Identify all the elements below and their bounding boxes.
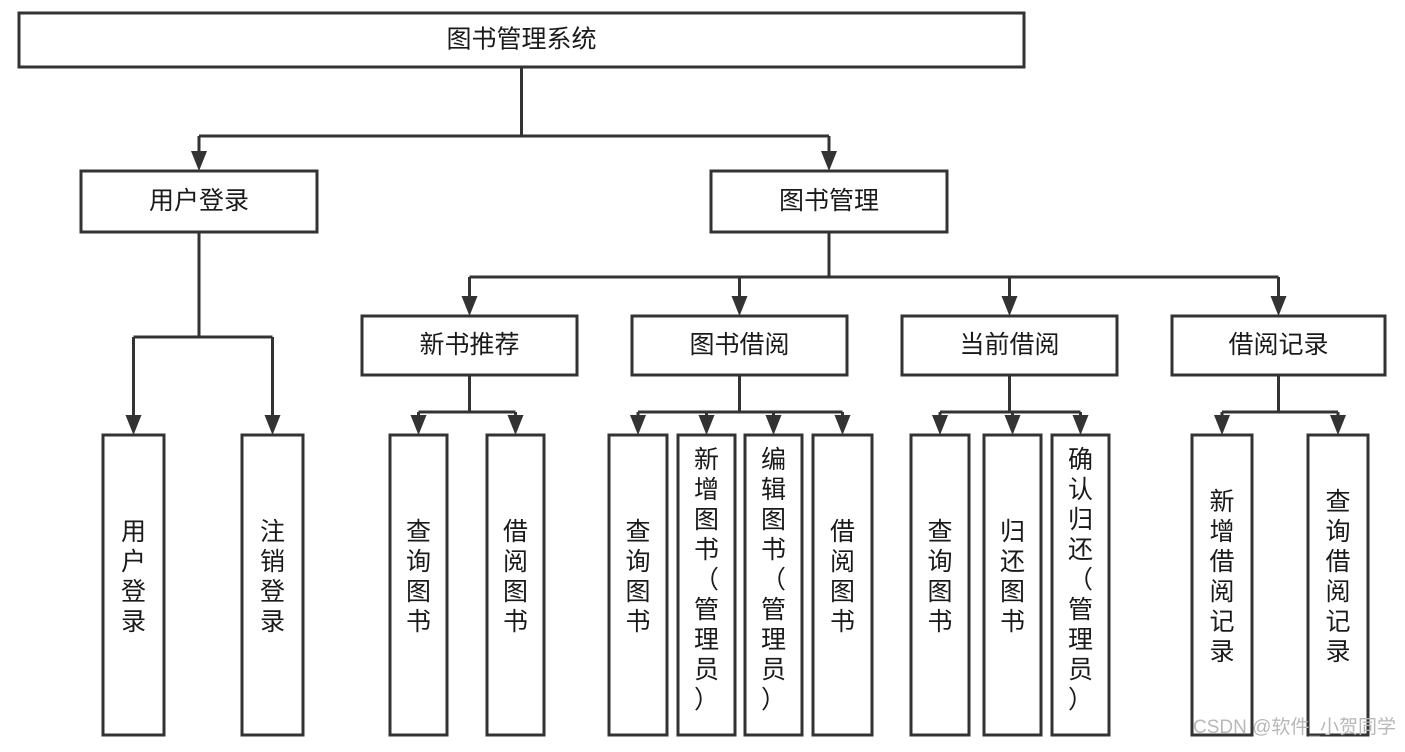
node-root[interactable]: 图书管理系统: [17, 11, 1026, 69]
node-label: 借阅图书: [503, 518, 528, 636]
node-book-management[interactable]: 图书管理: [709, 169, 949, 234]
node-box: [909, 433, 971, 737]
node-label: 查询图书: [625, 518, 650, 636]
node-label: 新增图书（管理员）: [694, 446, 719, 714]
node-leaf-add-book-admin[interactable]: 新增图书（管理员）: [676, 433, 737, 737]
node-current-borrow[interactable]: 当前借阅: [900, 314, 1119, 377]
node-label: 注销登录: [260, 518, 285, 636]
node-box: [1190, 433, 1254, 737]
arrow-head: [630, 415, 646, 435]
node-user-login[interactable]: 用户登录: [79, 169, 319, 234]
arrow-head: [1270, 296, 1287, 316]
arrow-head: [834, 415, 851, 435]
connector-book-borrow: [630, 375, 851, 435]
node-box: [17, 11, 1026, 69]
node-leaf-user-logout[interactable]: 注销登录: [240, 433, 305, 737]
node-leaf-query-book-cur[interactable]: 查询图书: [909, 433, 971, 737]
arrow-head: [821, 151, 837, 171]
node-box: [607, 433, 669, 737]
node-box: [79, 169, 319, 234]
arrow-head: [932, 415, 948, 435]
node-box: [485, 433, 546, 737]
arrow-head: [125, 415, 142, 435]
node-leaf-add-borrow-record[interactable]: 新增借阅记录: [1190, 433, 1254, 737]
node-label: 用户登录: [149, 187, 249, 215]
node-leaf-query-borrow-record[interactable]: 查询借阅记录: [1306, 433, 1370, 737]
node-label: 查询图书: [406, 518, 431, 636]
node-new-book-recommend[interactable]: 新书推荐: [360, 314, 579, 377]
node-label: 查询借阅记录: [1325, 488, 1350, 666]
connector-user-login: [125, 232, 281, 435]
node-label: 图书管理: [779, 187, 879, 215]
arrow-head: [507, 415, 524, 435]
node-label: 用户登录: [121, 518, 146, 636]
node-label: 借阅记录: [1228, 331, 1328, 359]
node-box: [240, 433, 305, 737]
node-book-borrow[interactable]: 图书借阅: [630, 314, 849, 377]
node-label: 新书推荐: [419, 331, 519, 359]
nodes-layer: 图书管理系统用户登录图书管理新书推荐图书借阅当前借阅借阅记录用户登录注销登录查询…: [17, 11, 1387, 737]
connector-new-book-recommend: [410, 375, 524, 435]
node-label: 图书借阅: [689, 331, 789, 359]
arrow-head: [1072, 415, 1089, 435]
arrow-head: [191, 151, 207, 171]
arrow-head: [1004, 415, 1021, 435]
node-leaf-edit-book-admin[interactable]: 编辑图书（管理员）: [743, 433, 804, 737]
connector-book-management: [461, 232, 1287, 316]
arrow-head: [731, 296, 748, 316]
arrow-head: [765, 415, 782, 435]
node-label: 确认归还（管理员）: [1068, 446, 1093, 714]
node-label: 归还图书: [1000, 518, 1025, 636]
node-label: 新增借阅记录: [1209, 488, 1234, 666]
node-label: 图书管理系统: [446, 26, 596, 54]
arrow-head: [1001, 296, 1018, 316]
node-leaf-user-login[interactable]: 用户登录: [101, 433, 166, 737]
node-box: [1050, 433, 1111, 737]
node-leaf-query-book-rec[interactable]: 查询图书: [388, 433, 449, 737]
node-label: 借阅图书: [830, 518, 855, 636]
node-box: [1170, 314, 1387, 377]
node-box: [982, 433, 1043, 737]
arrow-head: [461, 296, 478, 316]
node-box: [101, 433, 166, 737]
arrow-head: [698, 415, 715, 435]
connector-current-borrow: [932, 375, 1089, 435]
arrow-head: [264, 415, 281, 435]
node-leaf-borrow-book-rec[interactable]: 借阅图书: [485, 433, 546, 737]
node-box: [360, 314, 579, 377]
node-label: 编辑图书（管理员）: [761, 446, 786, 714]
node-box: [388, 433, 449, 737]
node-box: [900, 314, 1119, 377]
node-box: [811, 433, 874, 737]
edges-layer: [125, 67, 1346, 435]
arrow-head: [410, 415, 427, 435]
node-label: 查询图书: [927, 518, 952, 636]
csdn-watermark: CSDN @软件_小贺同学: [1193, 716, 1396, 738]
node-box: [630, 314, 849, 377]
connector-root: [191, 67, 837, 171]
node-borrow-record[interactable]: 借阅记录: [1170, 314, 1387, 377]
node-leaf-borrow-book[interactable]: 借阅图书: [811, 433, 874, 737]
arrow-head: [1214, 415, 1230, 435]
node-box: [1306, 433, 1370, 737]
node-label: 当前借阅: [959, 331, 1059, 359]
arrow-head: [1330, 415, 1346, 435]
node-leaf-return-book[interactable]: 归还图书: [982, 433, 1043, 737]
node-box: [743, 433, 804, 737]
connector-borrow-record: [1214, 375, 1346, 435]
node-box: [709, 169, 949, 234]
node-leaf-query-book-borrow[interactable]: 查询图书: [607, 433, 669, 737]
node-box: [676, 433, 737, 737]
node-leaf-confirm-return-admin[interactable]: 确认归还（管理员）: [1050, 433, 1111, 737]
